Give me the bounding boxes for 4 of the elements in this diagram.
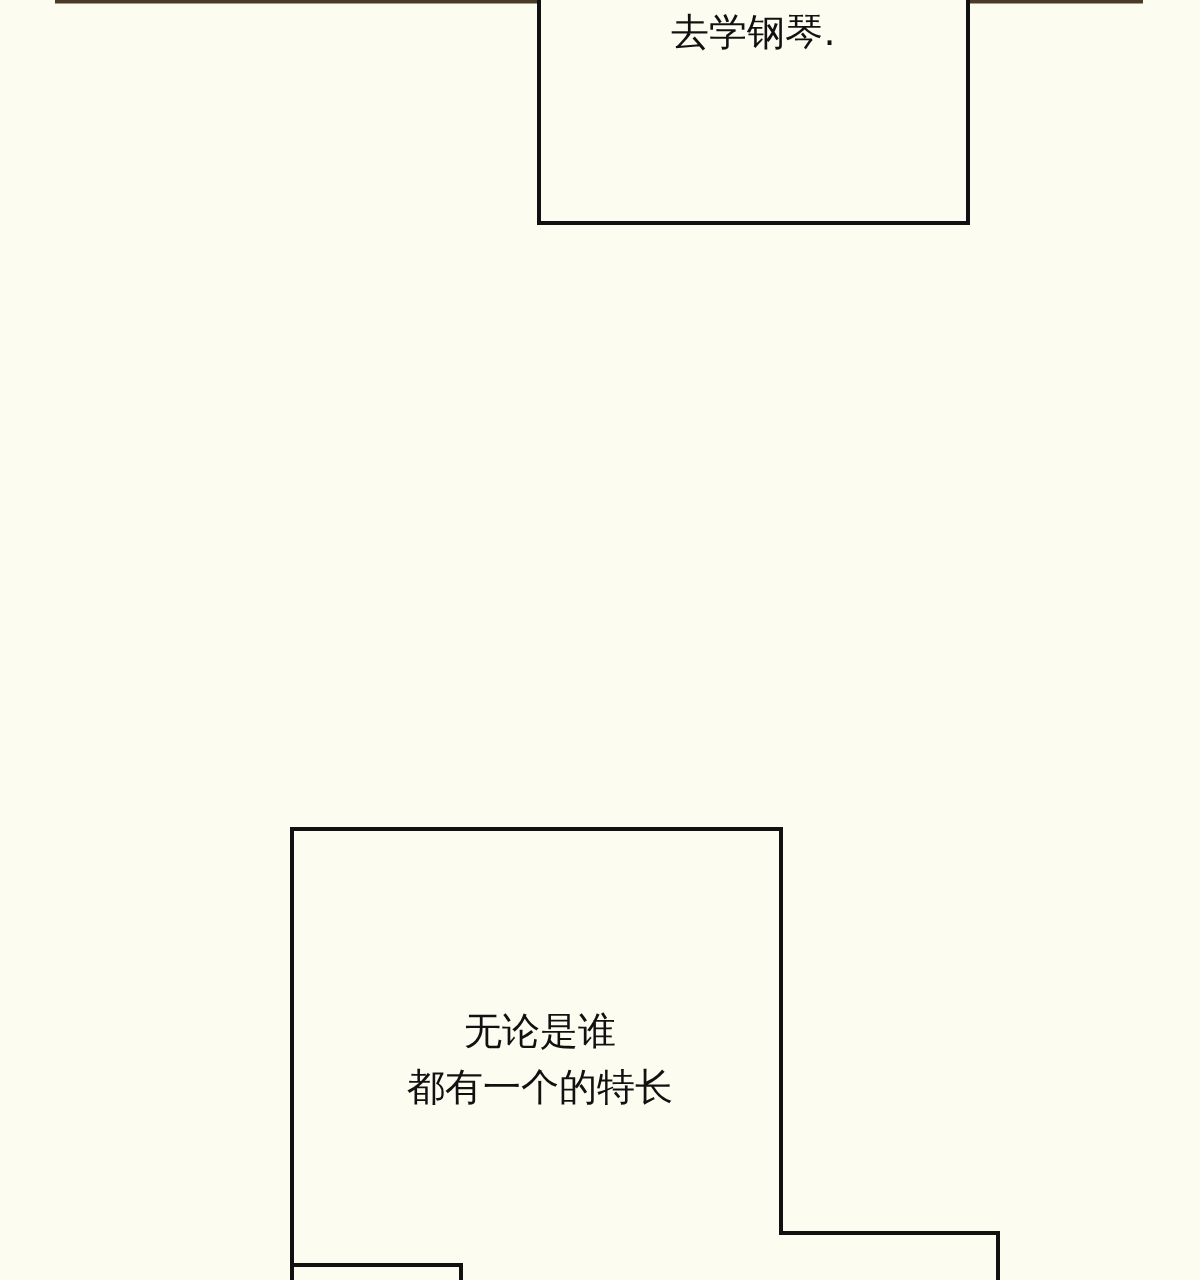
caption-text: 去学钢琴.: [670, 9, 837, 56]
caption-box: [537, 0, 970, 225]
caption-box: [290, 827, 1000, 1280]
caption-text: 无论是谁都有一个的特长: [406, 1008, 674, 1111]
